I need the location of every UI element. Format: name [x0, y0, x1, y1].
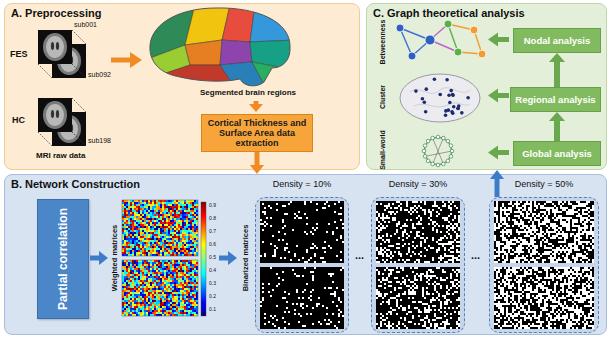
- box-label: Global analysis: [522, 148, 592, 159]
- density-title: Density = 30%: [371, 179, 465, 193]
- box-label: Partial correlation: [56, 205, 70, 313]
- panel-title: C. Graph theoretical analysis: [367, 4, 606, 19]
- box-label: Cortical Thickness and Surface Area data…: [206, 118, 308, 148]
- panel-title: A. Preprocessing: [5, 4, 359, 19]
- box-label: Nodal analysis: [524, 35, 591, 46]
- box-label: Regional analysis: [515, 94, 595, 105]
- extraction-box: Cortical Thickness and Surface Area data…: [201, 114, 313, 152]
- density-title: Density = 50%: [489, 179, 599, 193]
- density-title: Density = 10%: [255, 179, 349, 193]
